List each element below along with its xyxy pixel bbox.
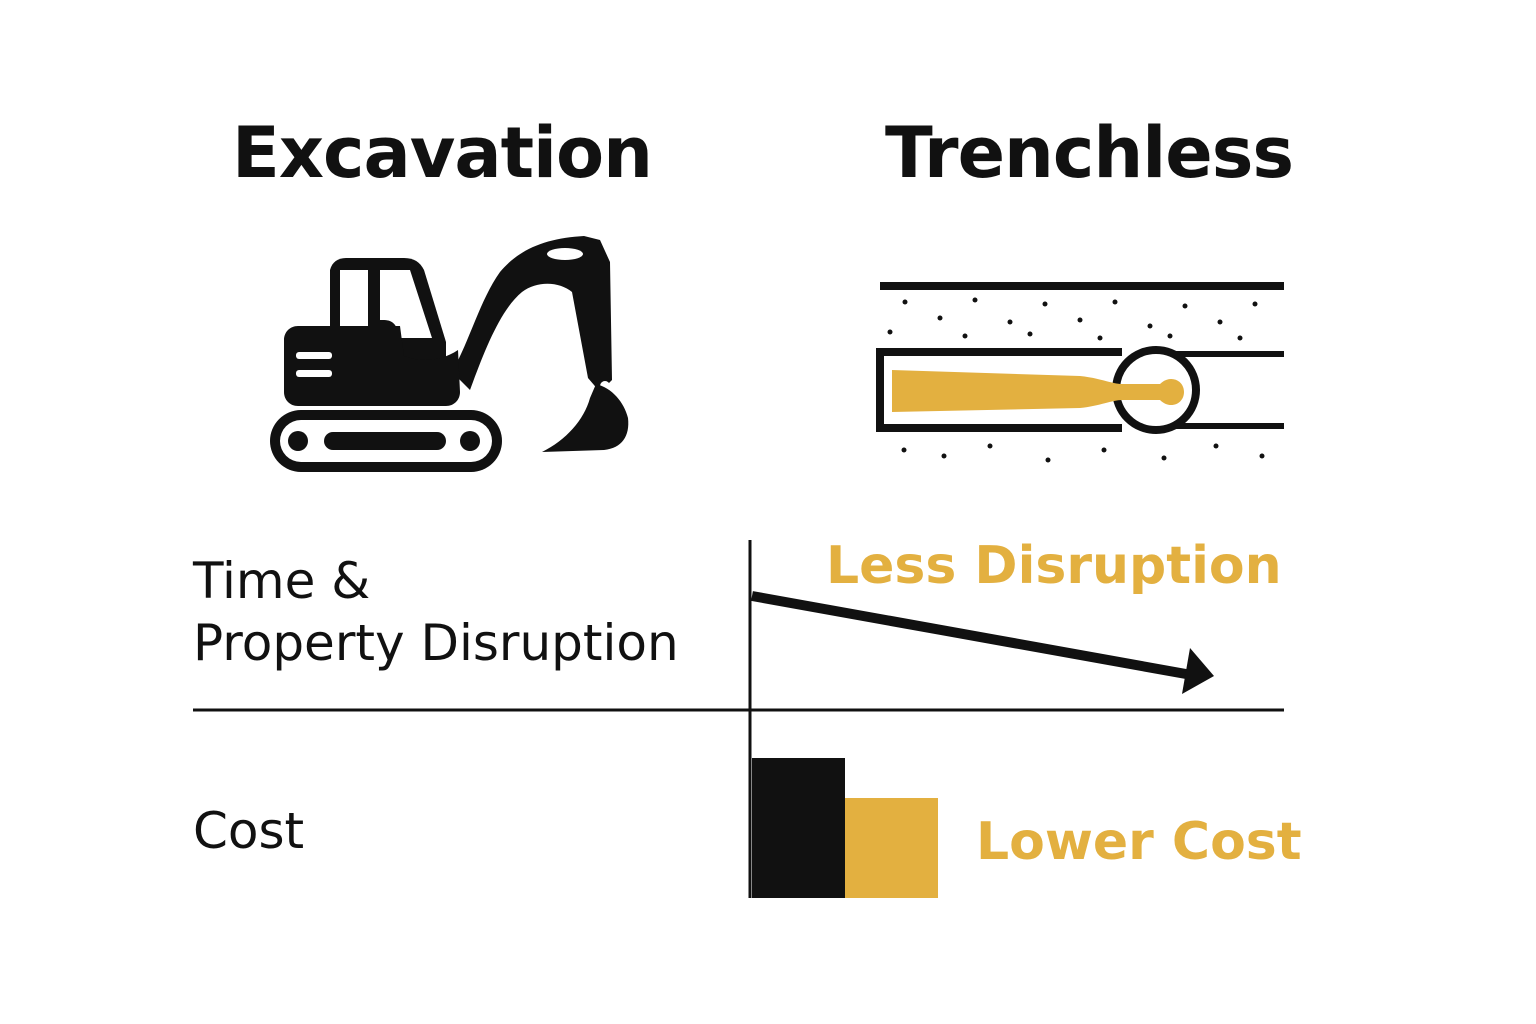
less-disruption-label: Less Disruption (826, 536, 1282, 596)
trenchless-title: Trenchless (885, 112, 1294, 194)
downward-arrow-icon (751, 591, 1214, 694)
excavation-title: Excavation (232, 112, 653, 194)
trenchless-pipe-icon (876, 282, 1284, 463)
time-disruption-label: Time & Property Disruption (193, 550, 679, 674)
time-label-line1: Time & (193, 552, 371, 610)
soil-particles (887, 297, 1265, 463)
excavator-icon (270, 236, 629, 472)
time-label-line2: Property Disruption (193, 614, 679, 672)
lower-cost-label: Lower Cost (976, 812, 1302, 872)
excavation-cost-bar (752, 758, 845, 898)
trenchless-cost-bar (845, 798, 938, 898)
cost-label: Cost (193, 802, 305, 860)
